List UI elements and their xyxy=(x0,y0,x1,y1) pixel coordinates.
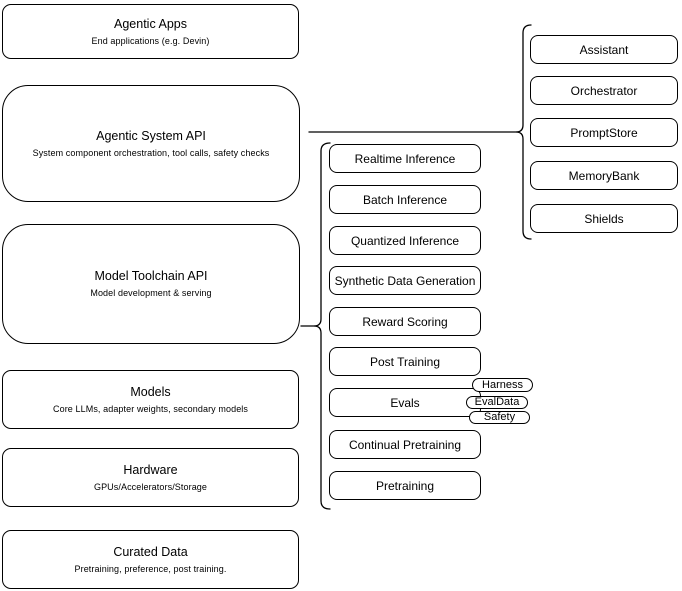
node-title: Curated Data xyxy=(113,544,188,559)
node-label: Shields xyxy=(584,211,624,226)
node-subtitle: Model development & serving xyxy=(90,288,212,298)
node-models: Models Core LLMs, adapter weights, secon… xyxy=(2,370,299,429)
node-label: Batch Inference xyxy=(362,192,448,207)
tag-label: Safety xyxy=(483,411,516,423)
node-title: Hardware xyxy=(123,462,178,477)
node-title: Models xyxy=(130,384,171,399)
node-label: Evals xyxy=(390,395,420,410)
node-post-training: Post Training xyxy=(329,347,481,376)
node-label: Post Training xyxy=(369,354,441,369)
node-memorybank: MemoryBank xyxy=(530,161,678,190)
node-title: Model Toolchain API xyxy=(94,269,208,283)
node-title: Agentic System API xyxy=(96,128,206,143)
node-title: Agentic Apps xyxy=(114,16,187,31)
node-batch-inference: Batch Inference xyxy=(329,185,481,214)
node-promptstore: PromptStore xyxy=(530,118,678,147)
node-label: Orchestrator xyxy=(570,83,638,98)
node-label: Pretraining xyxy=(375,478,435,493)
brace-toolchain-services xyxy=(313,142,331,510)
brace-system-components xyxy=(515,24,532,240)
node-subtitle: Core LLMs, adapter weights, secondary mo… xyxy=(53,403,248,414)
node-pretraining: Pretraining xyxy=(329,471,481,500)
node-agentic-system-api: Agentic System API System component orch… xyxy=(2,85,300,202)
node-quantized-inference: Quantized Inference xyxy=(329,226,481,255)
node-model-toolchain-api: Model Toolchain API Model development & … xyxy=(2,224,300,344)
node-subtitle: End applications (e.g. Devin) xyxy=(91,35,210,46)
node-agentic-apps: Agentic Apps End applications (e.g. Devi… xyxy=(2,4,299,59)
node-label: Quantized Inference xyxy=(350,233,460,248)
tag-harness: Harness xyxy=(472,378,533,392)
node-subtitle: System component orchestration, tool cal… xyxy=(32,147,270,158)
node-shields: Shields xyxy=(530,204,678,233)
node-label: Continual Pretraining xyxy=(348,437,462,452)
tag-safety: Safety xyxy=(469,411,530,424)
node-label: MemoryBank xyxy=(568,168,640,183)
node-realtime-inference: Realtime Inference xyxy=(329,144,481,173)
node-reward-scoring: Reward Scoring xyxy=(329,307,481,336)
node-label: Assistant xyxy=(579,42,629,57)
node-curated-data: Curated Data Pretraining, preference, po… xyxy=(2,530,299,589)
node-hardware: Hardware GPUs/Accelerators/Storage xyxy=(2,448,299,507)
tag-evaldata: EvalData xyxy=(466,396,528,409)
node-orchestrator: Orchestrator xyxy=(530,76,678,105)
node-assistant: Assistant xyxy=(530,35,678,64)
node-label: PromptStore xyxy=(570,125,638,140)
node-label: Synthetic Data Generation xyxy=(334,273,476,288)
node-synthetic-data-generation: Synthetic Data Generation xyxy=(329,266,481,295)
node-subtitle: GPUs/Accelerators/Storage xyxy=(93,481,208,492)
node-subtitle: Pretraining, preference, post training. xyxy=(74,563,227,574)
tag-label: EvalData xyxy=(474,396,520,408)
node-evals: Evals xyxy=(329,388,481,417)
node-label: Realtime Inference xyxy=(354,151,456,166)
tag-label: Harness xyxy=(482,378,523,391)
node-label: Reward Scoring xyxy=(362,314,448,329)
node-continual-pretraining: Continual Pretraining xyxy=(329,430,481,459)
